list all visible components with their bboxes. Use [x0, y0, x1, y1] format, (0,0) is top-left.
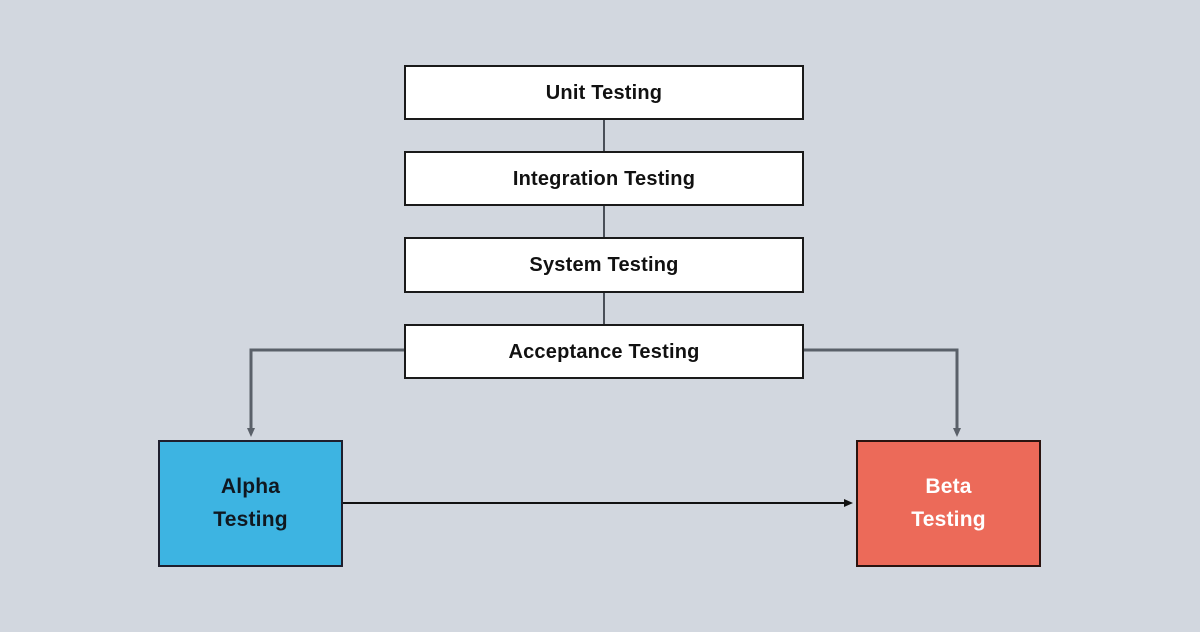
connector-acceptance-to-alpha — [247, 348, 404, 437]
node-acceptance-testing[interactable]: Acceptance Testing — [404, 324, 804, 379]
node-unit-testing-label: Unit Testing — [545, 81, 663, 104]
node-beta-testing[interactable]: Beta Testing — [856, 440, 1041, 567]
node-alpha-testing-label-line2: Testing — [213, 507, 288, 531]
node-integration-testing[interactable]: Integration Testing — [404, 151, 804, 206]
node-unit-testing[interactable]: Unit Testing — [404, 65, 804, 120]
node-integration-testing-label: Integration Testing — [512, 167, 696, 190]
node-beta-testing-label: Beta Testing — [858, 471, 1039, 536]
node-system-testing[interactable]: System Testing — [404, 237, 804, 293]
node-alpha-testing-label: Alpha Testing — [160, 471, 341, 536]
node-beta-testing-label-line1: Beta — [925, 474, 972, 498]
node-system-testing-label: System Testing — [529, 254, 679, 276]
connector-acceptance-to-beta — [804, 348, 961, 437]
node-beta-testing-label-line2: Testing — [911, 507, 986, 531]
node-acceptance-testing-label: Acceptance Testing — [508, 340, 700, 363]
node-alpha-testing[interactable]: Alpha Testing — [158, 440, 343, 567]
node-alpha-testing-label-line1: Alpha — [220, 474, 281, 498]
